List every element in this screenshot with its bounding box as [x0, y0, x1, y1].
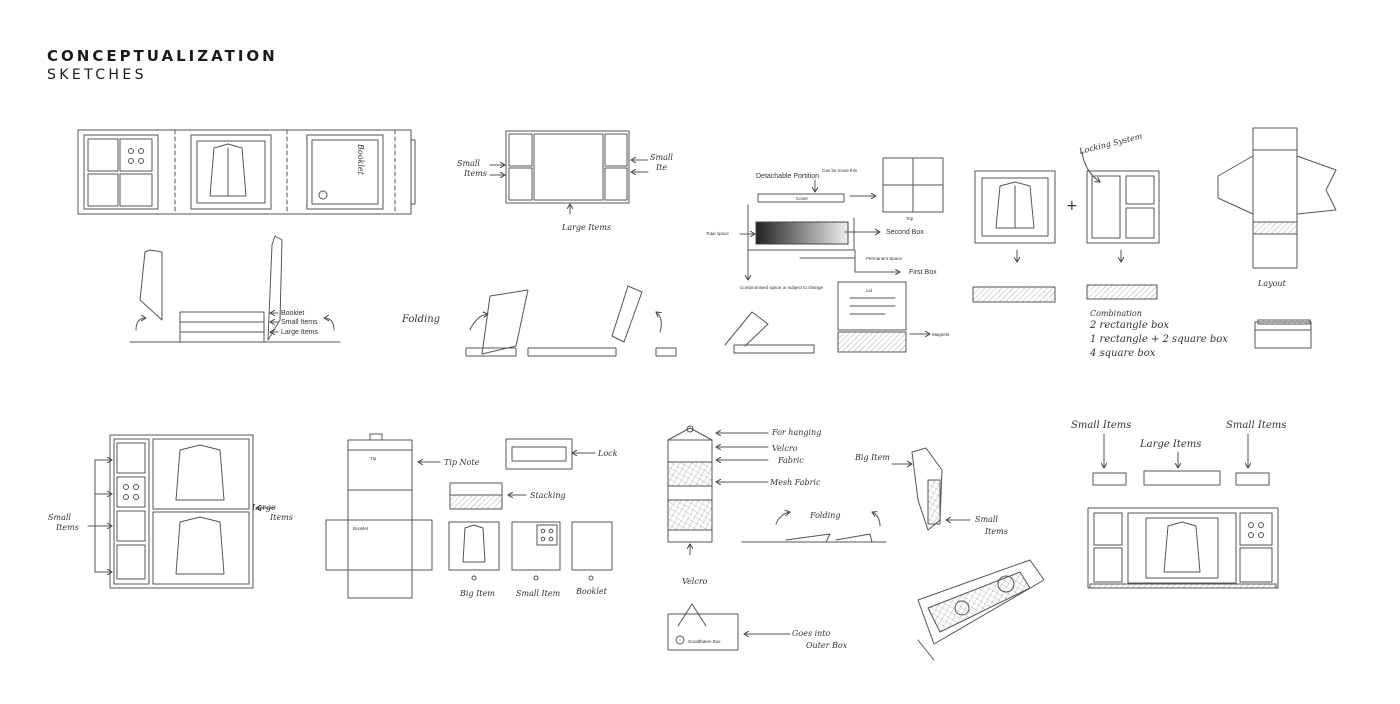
sketch-hanging-pouch: For hanging Velcro Fabric Mesh Fabric Ve…	[668, 426, 1044, 660]
small-items-line1-b: Small	[975, 515, 998, 524]
caption-small-item: Small Item	[516, 589, 561, 598]
combination-title: Combination	[1090, 309, 1142, 318]
caption-big-item: Big Item	[459, 589, 495, 598]
lock-label: Lock	[597, 449, 618, 458]
caption-booklet: Booklet	[575, 587, 608, 596]
velcro-fabric-line2: Fabric	[777, 456, 804, 465]
folding-label: Folding	[401, 314, 440, 325]
sketch-compartment-tray: Small Items Small Ite Large Items	[457, 131, 673, 232]
small-items-line1: Small	[48, 513, 71, 522]
cover-label: Cover	[796, 196, 809, 201]
sketch-item-box: Small Items Large Items	[48, 435, 293, 588]
permanent-space-label: Permanent Space	[866, 256, 903, 261]
stacking-label: Stacking	[530, 491, 566, 500]
lid-label: Lid	[866, 288, 873, 293]
small-items-left-line2: Items	[463, 169, 487, 178]
title-subheading: SKETCHES	[47, 67, 278, 83]
sketch-dieline-layout: Layout	[1218, 128, 1336, 348]
second-box-label: Second Box	[886, 229, 924, 236]
total-space-label: Total space	[706, 231, 729, 236]
velcro-label: Velcro	[682, 577, 708, 586]
box-label: Goodthaten Box	[688, 639, 721, 644]
small-items-right-label: Small Items	[1226, 420, 1286, 431]
locking-system-label: Locking System	[1077, 132, 1143, 157]
sketch-combination-boxes: + Locking System Combination 2 rectangle…	[973, 132, 1228, 359]
small-items-line2-b: Items	[984, 527, 1008, 536]
large-items-line2: Items	[269, 513, 293, 522]
can-be-move-label: Can be move this	[822, 168, 858, 173]
layout-label: Layout	[1257, 279, 1287, 288]
page-title: CONCEPTUALIZATION SKETCHES	[47, 47, 278, 83]
layer-label-small-items: Small Items	[281, 319, 318, 326]
magnets-label: Magnets	[932, 332, 950, 337]
folding-label-2: Folding	[809, 511, 840, 520]
layer-label-booklet: Booklet	[281, 310, 304, 317]
big-item-label: Big Item	[854, 453, 890, 462]
tip-note-label: Tip Note	[444, 458, 480, 467]
first-box-label: First Box	[909, 269, 937, 276]
goes-into-line2: Outer Box	[806, 641, 848, 650]
small-items-right-line1: Small	[650, 153, 673, 162]
sketch-unfolded-box: Booklet	[78, 130, 415, 214]
sketch-detachable-partition: Detachable Portition Cover Can be move t…	[706, 158, 950, 353]
sketch-layered-insert: Small Items Small Items Large Items	[1071, 420, 1286, 588]
small-items-right-line2: Ite	[655, 163, 667, 172]
title-heading: CONCEPTUALIZATION	[47, 47, 278, 65]
sketch-stacking-boxes: Tip Booklet Tip Note Lock Stacking Big I…	[326, 434, 618, 598]
compromised-space-label: Compromised space or subject to change	[740, 285, 824, 290]
mesh-fabric-label: Mesh Fabric	[769, 478, 821, 487]
booklet-label: Booklet	[353, 526, 369, 531]
small-items-left-label: Small Items	[1071, 420, 1131, 431]
combination-2: 1 rectangle + 2 square box	[1090, 334, 1228, 345]
sketch-box-layers: Booklet Small Items Large Items	[130, 236, 340, 342]
small-items-left-line1: Small	[457, 159, 480, 168]
layer-label-large-items: Large Items	[281, 329, 318, 336]
velcro-fabric-line1: Velcro	[772, 444, 798, 453]
large-items-label: Large Items	[561, 223, 611, 232]
detachable-partition-label: Detachable Portition	[756, 173, 819, 180]
for-hanging-label: For hanging	[771, 428, 821, 437]
booklet-cover-label: Booklet	[356, 143, 365, 176]
combination-1: 2 rectangle box	[1089, 320, 1169, 331]
sketch-folding-tray: Folding	[401, 286, 676, 356]
plus-sign: +	[1066, 198, 1078, 214]
small-items-line2: Items	[55, 523, 79, 532]
large-items-line1: Large	[251, 503, 276, 512]
large-items-top-label: Large Items	[1139, 439, 1201, 450]
tip-label: Tip	[370, 456, 377, 461]
top-label: Top	[906, 216, 914, 221]
goes-into-line1: Goes into	[792, 629, 831, 638]
combination-3: 4 square box	[1089, 348, 1156, 359]
